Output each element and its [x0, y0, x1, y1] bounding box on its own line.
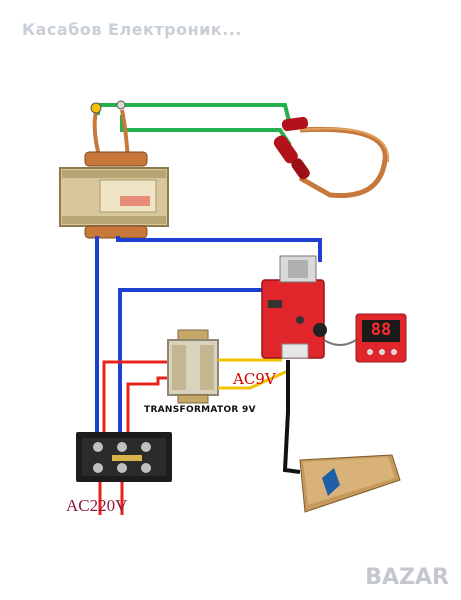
- main-transformer-icon: [59, 151, 169, 239]
- small-transformer-icon: [167, 329, 219, 404]
- yellow-wires: [218, 358, 291, 390]
- green-wire-upper: [96, 103, 292, 126]
- lug-icon: [90, 102, 102, 114]
- blue-wire-top: [116, 236, 322, 262]
- lug-icon: [116, 100, 126, 110]
- green-wire-lower: [120, 115, 292, 147]
- foot-pedal-icon: [299, 454, 401, 513]
- watermark-text: Касабов Електроник...: [22, 20, 242, 39]
- black-wire: [282, 360, 301, 474]
- ribbon-cable: [323, 339, 357, 346]
- display-module-icon: [355, 313, 407, 363]
- terminal-block-icon: [76, 432, 172, 482]
- blue-wire-mid: [118, 288, 268, 440]
- mains-label: AC220V: [66, 496, 128, 515]
- ac9v-label: AC9V: [233, 370, 276, 388]
- bazar-logo: BAZAR: [365, 565, 449, 590]
- control-board-icon: [261, 255, 327, 359]
- red-wires: [98, 360, 170, 515]
- transformer-label: TRANSFORMATOR 9V: [144, 405, 256, 415]
- display-digits: 88: [370, 320, 392, 340]
- blue-wires: [95, 236, 322, 440]
- welding-pen-icon: [273, 116, 390, 199]
